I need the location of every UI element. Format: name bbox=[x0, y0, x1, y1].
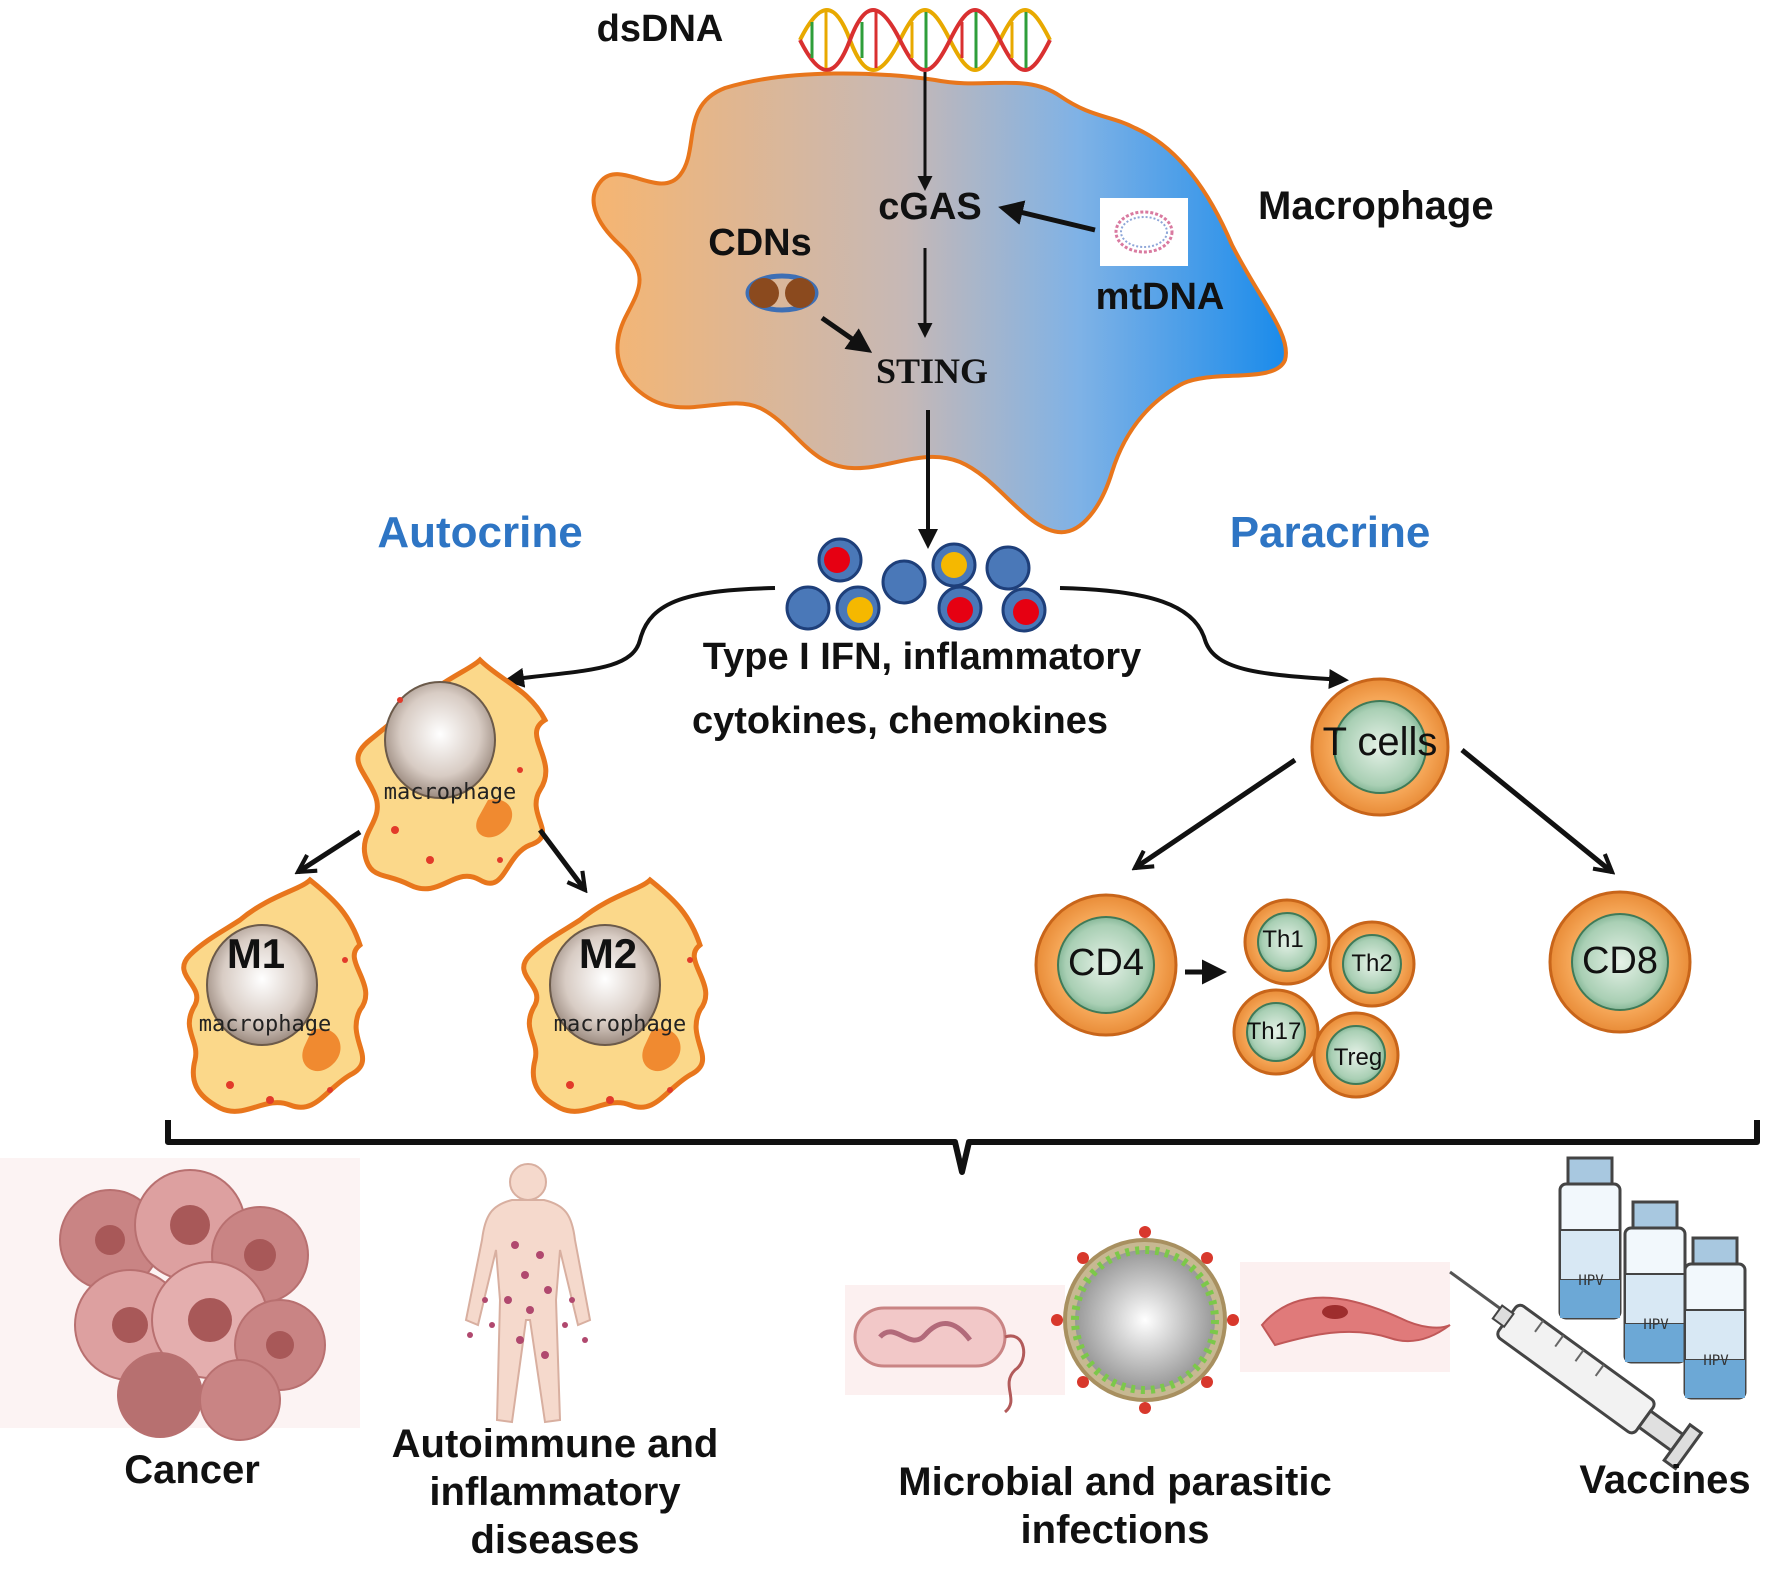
m2-label: M2 bbox=[578, 930, 638, 977]
vial-label-3: HPV bbox=[1703, 1353, 1729, 1369]
autocrine-label: Autocrine bbox=[377, 508, 583, 557]
vaccines-label: Vaccines bbox=[1579, 1458, 1751, 1502]
cd8-label: CD8 bbox=[1581, 940, 1659, 982]
mtdna-label: mtDNA bbox=[1095, 276, 1225, 318]
treg-cell bbox=[1312, 1011, 1400, 1099]
m1-label: M1 bbox=[226, 930, 286, 977]
cancer-label: Cancer bbox=[124, 1448, 260, 1492]
syringe-icon bbox=[1449, 1270, 1704, 1471]
dsdna-label: dsDNA bbox=[596, 8, 724, 50]
t-cell bbox=[1310, 677, 1450, 817]
virus-icon bbox=[1051, 1226, 1239, 1414]
macrophage-cell-tag: macrophage bbox=[383, 780, 517, 805]
m2-macrophage-cell bbox=[521, 876, 709, 1114]
bacterium-icon bbox=[845, 1285, 1065, 1414]
cytokine-dots bbox=[785, 537, 1047, 633]
human-body-icon bbox=[464, 1163, 592, 1424]
cdns-icon bbox=[745, 273, 819, 313]
outcome-brace bbox=[165, 1120, 1760, 1175]
th17-label: Th17 bbox=[1246, 1018, 1302, 1045]
inflammation-dots bbox=[467, 1241, 588, 1359]
cd8-cell bbox=[1548, 890, 1692, 1034]
m1-macrophage-cell bbox=[181, 876, 369, 1114]
th1-label: Th1 bbox=[1262, 926, 1304, 953]
infections-label: Microbial and parasitic infections bbox=[898, 1460, 1332, 1552]
cd4-label: CD4 bbox=[1067, 942, 1145, 984]
differentiation-arrows bbox=[1135, 748, 1612, 985]
polarization-arrows bbox=[298, 828, 585, 890]
th2-cell bbox=[1328, 920, 1416, 1008]
dsdna-helix-icon bbox=[798, 8, 1052, 72]
vial-label-1: HPV bbox=[1578, 1273, 1604, 1289]
th1-cell bbox=[1243, 898, 1331, 986]
cytokines-label-line1: Type I IFN, inflammatory bbox=[702, 636, 1142, 678]
signaling-arrows bbox=[504, 586, 1349, 689]
macrophage-cell bbox=[355, 656, 549, 892]
autoimmune-label: Autoimmune and inflammatory diseases bbox=[391, 1422, 719, 1562]
t-cells-label: T cells bbox=[1322, 720, 1438, 764]
th2-label: Th2 bbox=[1351, 950, 1393, 977]
cancer-cells-icon bbox=[0, 1158, 360, 1441]
pathway-arrows bbox=[820, 72, 1096, 549]
sting-label: STING bbox=[875, 351, 989, 391]
macrophage-label: Macrophage bbox=[1258, 184, 1494, 228]
cgas-label: cGAS bbox=[878, 186, 982, 228]
parasite-icon bbox=[1240, 1262, 1451, 1372]
m2-macrophage-tag: macrophage bbox=[553, 1012, 687, 1037]
cd4-cell bbox=[1034, 893, 1178, 1037]
mtdna-circle-icon bbox=[1100, 198, 1188, 266]
m1-macrophage-tag: macrophage bbox=[198, 1012, 332, 1037]
paracrine-label: Paracrine bbox=[1229, 508, 1431, 557]
cdns-label: CDNs bbox=[708, 222, 812, 264]
macrophage-cell-body bbox=[591, 71, 1288, 535]
th17-cell bbox=[1232, 988, 1320, 1076]
treg-label: Treg bbox=[1333, 1044, 1383, 1071]
vial-label-2: HPV bbox=[1643, 1317, 1669, 1333]
cytokines-label-line2: cytokines, chemokines bbox=[691, 700, 1109, 742]
vaccine-vials-icon bbox=[1558, 1156, 1747, 1400]
